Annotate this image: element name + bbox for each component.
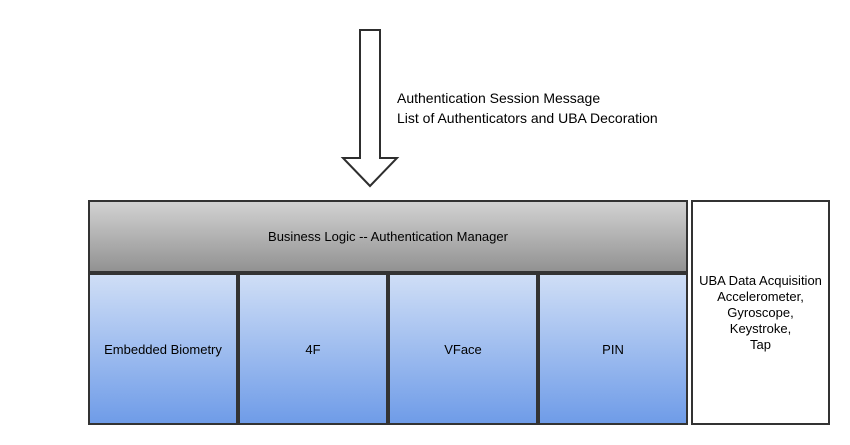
authenticator-box-vface: VFace [388,273,538,425]
authenticator-label: VFace [444,341,482,357]
authenticator-box-embedded-biometry: Embedded Biometry [88,273,238,425]
authenticator-box-pin: PIN [538,273,688,425]
business-logic-manager-box: Business Logic -- Authentication Manager [88,200,688,273]
uba-data-acquisition-box: UBA Data Acquisition Accelerometer, Gyro… [691,200,830,425]
arrow-annotation-line-2: List of Authenticators and UBA Decoratio… [397,110,658,126]
arrow-annotation: Authentication Session Message List of A… [397,88,658,128]
uba-data-acquisition-label: UBA Data Acquisition Accelerometer, Gyro… [699,272,822,352]
arrow-annotation-line-1: Authentication Session Message [397,90,601,106]
authenticator-label: PIN [602,341,624,357]
down-arrow-icon [340,29,400,188]
business-logic-manager-label: Business Logic -- Authentication Manager [268,229,508,244]
authenticator-label: Embedded Biometry [104,341,222,357]
authenticator-box-4f: 4F [238,273,388,425]
down-arrow-shape [340,29,400,188]
authenticator-label: 4F [305,341,321,357]
